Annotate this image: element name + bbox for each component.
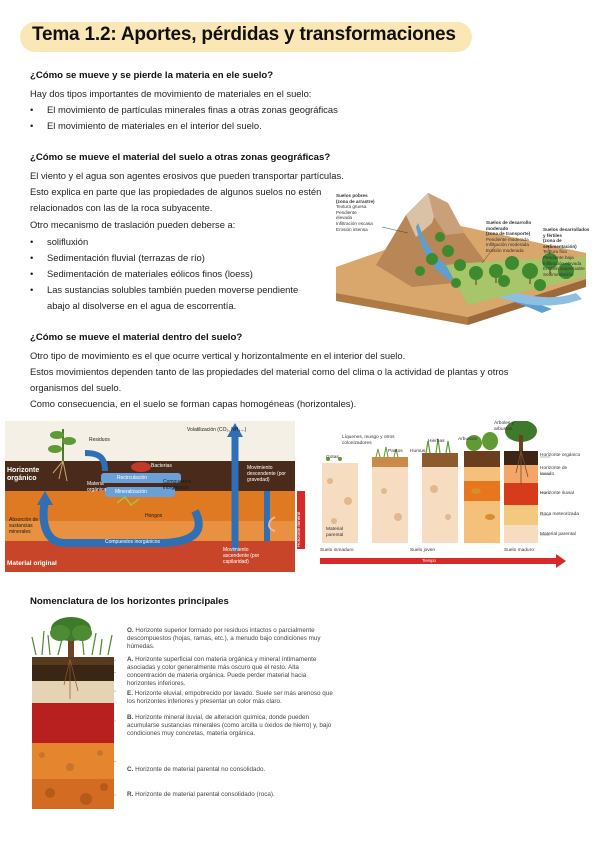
- slope-erosion-figure: [336, 193, 586, 325]
- list-item-continuation: abajo al disolverse en el agua de escorr…: [47, 300, 237, 311]
- soil-stages-figure: [320, 421, 566, 568]
- section-1-heading: ¿Cómo se mueve y se pierde la materia en…: [30, 70, 274, 81]
- horizons-profile-figure: [31, 617, 116, 809]
- paragraph-line: Como consecuencia, en el suelo se forman…: [30, 398, 357, 409]
- horizon-B: B. Horizonte mineral iluvial, de alterac…: [127, 714, 332, 737]
- paragraph-line: organismos del suelo.: [30, 382, 122, 393]
- paragraph-line: Otro mecanismo de traslación pueden debe…: [30, 219, 236, 230]
- horizon-C: C. Horizonte de material parental no con…: [127, 766, 266, 773]
- soil-cycle-labels: Residuos Volatilización (CO₂, NH₃...) Ho…: [7, 427, 301, 567]
- moderate-soils-label: Suelos de desarrollo moderado (zona de t…: [486, 220, 532, 253]
- section-3-heading: ¿Cómo se mueve el material dentro del su…: [30, 332, 243, 343]
- horizon-O: O. Horizonte superior formado por residu…: [127, 627, 321, 650]
- paragraph-line: Estos movimientos dependen tanto de las …: [30, 366, 509, 377]
- title-highlight: [20, 22, 472, 52]
- paragraph-line: Esto explica en parte que las propiedade…: [30, 186, 322, 197]
- horizon-A: A. Horizonte superficial con materia org…: [127, 656, 317, 687]
- section-1-intro: Hay dos tipos importantes de movimiento …: [30, 88, 312, 99]
- horizon-R: R. Horizonte de material parental consol…: [127, 791, 275, 798]
- paragraph-line: Otro tipo de movimiento es el que ocurre…: [30, 350, 406, 361]
- soil-stages-labels: Líquenes, musgo y otros colonizadores Go…: [320, 421, 581, 563]
- soil-cycle-figure: [5, 421, 319, 572]
- paragraph-line: relacionados con las de la roca subyacen…: [30, 202, 213, 213]
- horizon-E: E. Horizonte eluvial, empobrecido por la…: [127, 690, 333, 705]
- page-title: Tema 1.2: Aportes, pérdidas y transforma…: [32, 24, 456, 45]
- section-4-heading: Nomenclatura de los horizontes principal…: [30, 596, 229, 607]
- paragraph-line: El viento y el agua son agentes erosivos…: [30, 170, 344, 181]
- developed-soils-label: Suelos desarrollados y fértiles (zona de…: [543, 227, 590, 277]
- poor-soils-label: Suelos pobres (zona de arrastre) Textura…: [336, 193, 375, 232]
- section-2-heading: ¿Cómo se mueve el material del suelo a o…: [30, 152, 331, 163]
